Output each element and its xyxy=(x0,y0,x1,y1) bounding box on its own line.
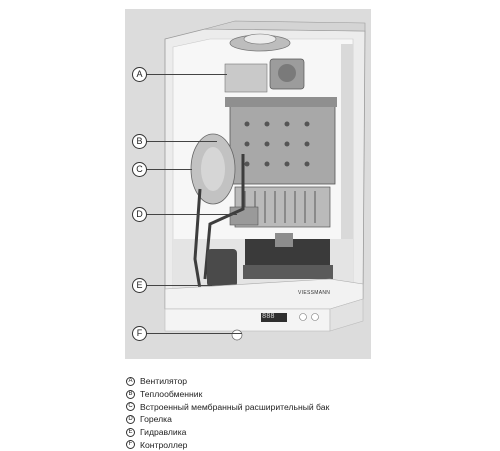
legend-text-hydraulics: Гидравлика xyxy=(140,427,187,438)
legend-item-fan: A Вентилятор xyxy=(126,375,486,388)
callout-c: C xyxy=(132,162,147,177)
legend-mark-e: E xyxy=(126,427,135,437)
leader-line-e xyxy=(147,285,212,286)
legend-item-burner: D Горелка xyxy=(126,413,486,426)
legend-item-controller: F Контроллер xyxy=(126,438,486,451)
legend-text-burner: Горелка xyxy=(140,414,172,425)
legend-text-heat-exchanger: Теплообменник xyxy=(140,389,203,400)
legend-text-controller: Контроллер xyxy=(140,439,188,450)
legend-mark-d: D xyxy=(126,414,135,424)
legend-item-expansion-vessel: C Встроенный мембранный расширительный б… xyxy=(126,400,486,413)
burner xyxy=(229,186,331,228)
leader-line-d xyxy=(147,214,237,215)
legend: A Вентилятор B Теплообменник C Встроенны… xyxy=(126,375,486,451)
leader-line-c xyxy=(147,169,192,170)
legend-mark-f: F xyxy=(126,440,135,450)
expansion-vessel xyxy=(190,133,236,205)
leader-line-b xyxy=(147,141,217,142)
callout-f: F xyxy=(132,326,147,341)
brand-label: VIESSMANN xyxy=(298,290,331,296)
callout-a: A xyxy=(132,67,147,82)
display-readout: 888 xyxy=(262,313,275,321)
legend-mark-b: B xyxy=(126,389,135,399)
legend-mark-c: C xyxy=(126,402,135,412)
legend-text-expansion-vessel: Встроенный мембранный расширительный бак xyxy=(140,401,330,412)
callout-e: E xyxy=(132,278,147,293)
controller-panel xyxy=(164,278,364,341)
callout-d: D xyxy=(132,207,147,222)
callout-b: B xyxy=(132,134,147,149)
leader-line-f xyxy=(147,333,242,334)
legend-item-hydraulics: E Гидравлика xyxy=(126,426,486,439)
legend-mark-a: A xyxy=(126,376,135,386)
fan-assembly xyxy=(224,33,305,93)
legend-item-heat-exchanger: B Теплообменник xyxy=(126,388,486,401)
boiler-illustration xyxy=(164,20,366,341)
hydraulic-block xyxy=(207,233,333,287)
leader-line-a xyxy=(147,74,227,75)
heat-exchanger xyxy=(225,97,337,185)
legend-text-fan: Вентилятор xyxy=(140,376,188,387)
